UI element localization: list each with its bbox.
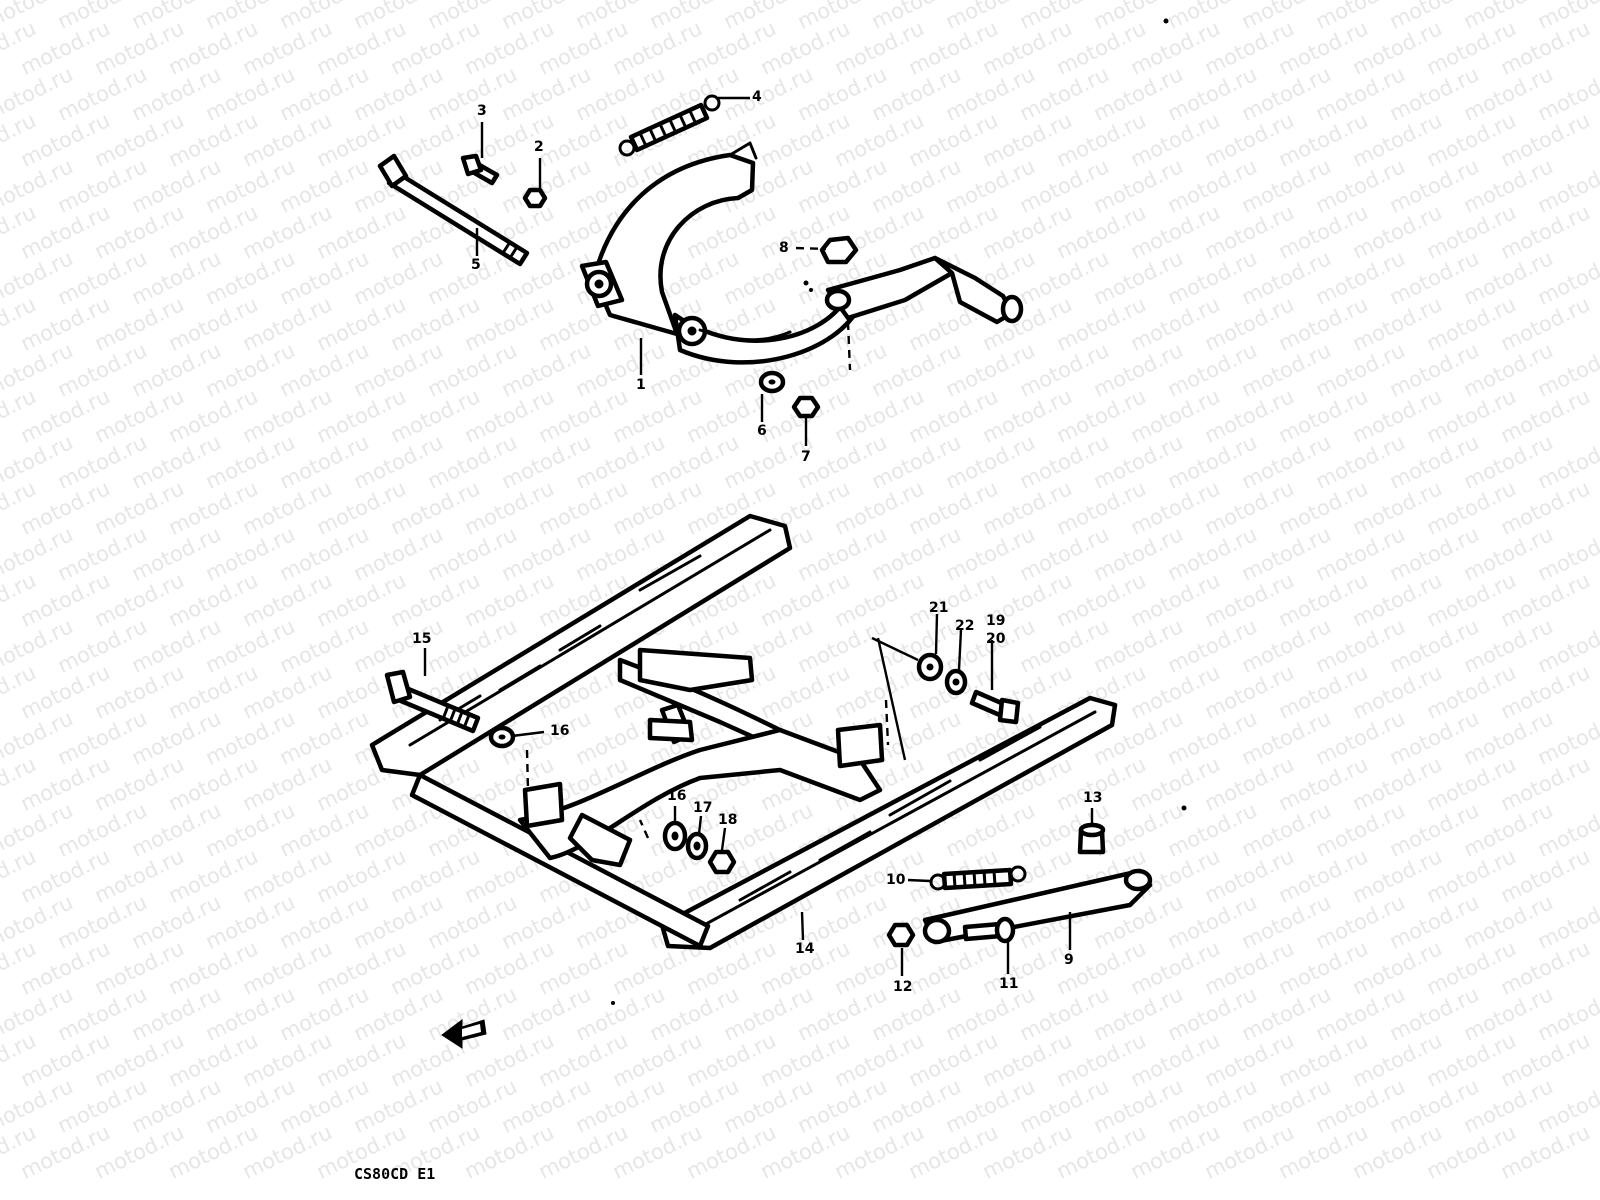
callout-15: 15 — [412, 631, 432, 647]
part-13-cap-nut — [1077, 822, 1106, 855]
part-2-nut — [522, 187, 548, 209]
part-16-washer-upper — [488, 725, 516, 749]
callout-22: 22 — [955, 618, 975, 634]
part-19-20-bolt — [969, 689, 1021, 725]
model-code: CS80CD E1 — [354, 1165, 436, 1183]
part-1-center-stand — [579, 141, 1024, 365]
callout-4: 4 — [752, 89, 762, 105]
part-18-nut — [707, 849, 737, 875]
part-10-spring — [929, 865, 1027, 891]
part-8-cap — [819, 235, 859, 265]
part-11-bolt — [962, 916, 1016, 944]
callout-20: 20 — [986, 631, 1006, 647]
lower-leader-lines — [423, 613, 1094, 976]
part-22-lock-washer — [944, 668, 968, 696]
part-7-nut — [791, 395, 821, 419]
callout-9: 9 — [1064, 952, 1074, 968]
callout-18: 18 — [718, 812, 738, 828]
part-17-lock-washer — [685, 831, 709, 861]
callout-1: 1 — [636, 377, 646, 393]
callout-16-upper: 16 — [550, 723, 570, 739]
part-4-spring — [618, 94, 721, 157]
part-15-bolt — [384, 669, 481, 734]
callout-8: 8 — [779, 240, 789, 256]
part-6-washer — [758, 370, 786, 394]
upper-leader-lines — [475, 96, 852, 446]
callout-2: 2 — [534, 139, 544, 155]
callout-16-lower: 16 — [667, 788, 687, 804]
part-21-washer — [916, 652, 944, 682]
callout-7: 7 — [801, 449, 811, 465]
callout-12: 12 — [893, 979, 913, 995]
part-12-nut — [886, 922, 916, 948]
part-16-washer-lower — [662, 820, 688, 852]
specks — [611, 18, 1187, 1005]
callout-6: 6 — [757, 423, 767, 439]
callout-5: 5 — [471, 257, 481, 273]
callout-17: 17 — [693, 800, 713, 816]
part-3-bolt — [460, 153, 500, 186]
callout-13: 13 — [1083, 790, 1103, 806]
callout-14: 14 — [795, 941, 815, 957]
callout-21: 21 — [929, 600, 949, 616]
left-arrow-icon — [441, 1019, 487, 1049]
part-5-shaft-bolt — [377, 153, 530, 267]
part-14-frame — [369, 513, 1118, 951]
callout-19: 19 — [986, 613, 1006, 629]
callout-10: 10 — [886, 872, 906, 888]
callout-11: 11 — [999, 976, 1019, 992]
callout-3: 3 — [477, 103, 487, 119]
